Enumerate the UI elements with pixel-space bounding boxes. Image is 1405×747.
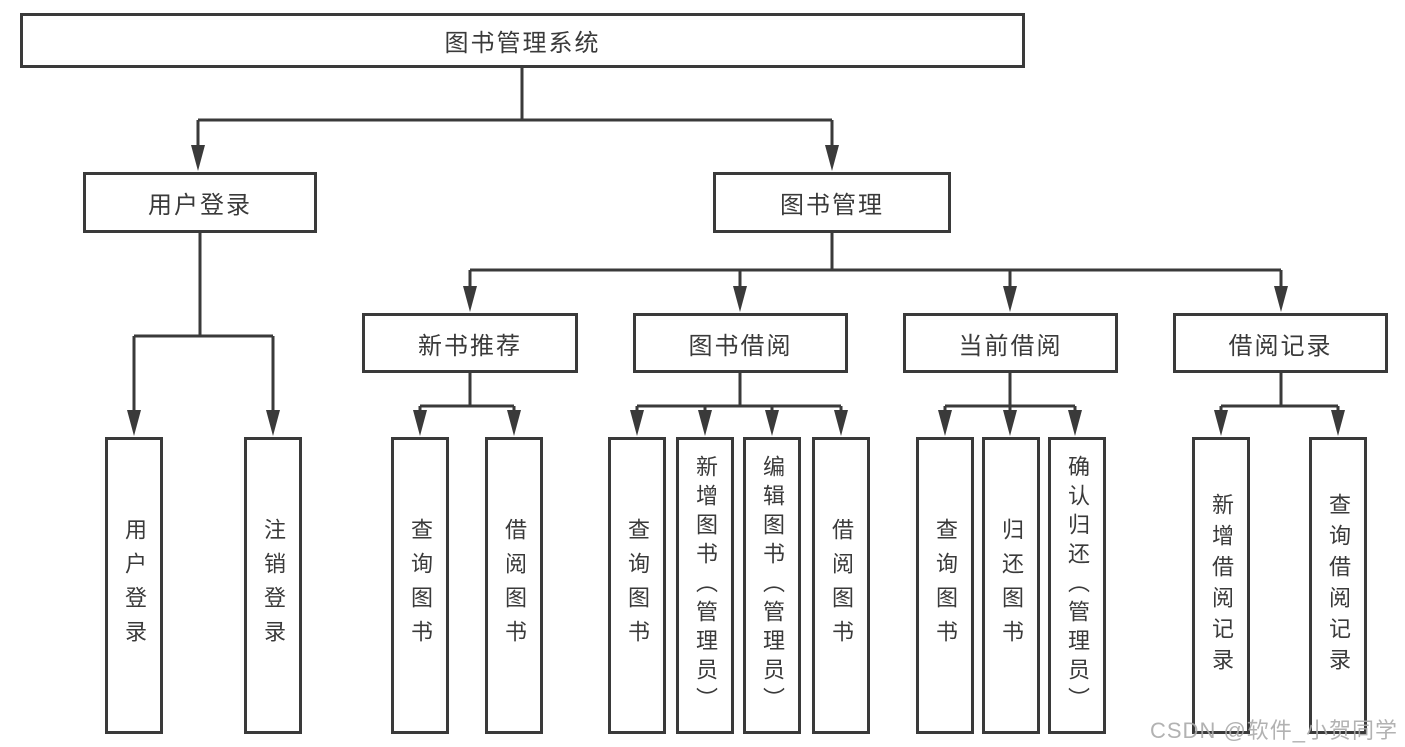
node-label: 查询借阅记录 bbox=[1326, 492, 1351, 679]
connector-book-borrow-children bbox=[635, 373, 843, 414]
connector-current-borrow-children bbox=[943, 373, 1077, 414]
node-label: 确认归还（管理员） bbox=[1065, 455, 1090, 716]
node-edit-book-admin: 编辑图书（管理员） bbox=[743, 437, 801, 734]
node-library-system: 图书管理系统 bbox=[20, 13, 1025, 68]
node-label: 新增图书（管理员） bbox=[693, 455, 718, 716]
connector-borrow-records-children bbox=[1219, 373, 1340, 414]
node-label: 新增借阅记录 bbox=[1209, 492, 1234, 679]
node-logout: 注销登录 bbox=[244, 437, 302, 734]
node-add-book-admin: 新增图书（管理员） bbox=[676, 437, 734, 734]
node-book-management: 图书管理 bbox=[713, 172, 951, 233]
node-borrow-books-recommend: 借阅图书 bbox=[485, 437, 543, 734]
node-query-borrow-record: 查询借阅记录 bbox=[1309, 437, 1367, 734]
node-current-borrow: 当前借阅 bbox=[903, 313, 1118, 373]
node-label: 查询图书 bbox=[933, 517, 958, 654]
node-query-books-borrow: 查询图书 bbox=[608, 437, 666, 734]
connector-root-to-level2 bbox=[196, 68, 834, 148]
node-label: 查询图书 bbox=[408, 517, 433, 654]
node-user-login-leaf: 用户登录 bbox=[105, 437, 163, 734]
node-return-books: 归还图书 bbox=[982, 437, 1040, 734]
node-user-login: 用户登录 bbox=[83, 172, 317, 233]
node-query-books-current: 查询图书 bbox=[916, 437, 974, 734]
node-label: 借阅图书 bbox=[829, 517, 854, 654]
connector-new-book-children bbox=[418, 373, 516, 414]
node-label: 编辑图书（管理员） bbox=[760, 455, 785, 716]
node-label: 借阅图书 bbox=[502, 517, 527, 654]
node-label: 查询图书 bbox=[625, 517, 650, 654]
connector-user-login-children bbox=[132, 233, 275, 414]
csdn-watermark: CSDN @软件_小贺同学 bbox=[1150, 718, 1399, 743]
node-borrow-books-leaf: 借阅图书 bbox=[812, 437, 870, 734]
connector-book-mgmt-to-level3 bbox=[468, 233, 1283, 290]
node-add-borrow-record: 新增借阅记录 bbox=[1192, 437, 1250, 734]
node-book-borrow: 图书借阅 bbox=[633, 313, 848, 373]
node-query-books-recommend: 查询图书 bbox=[391, 437, 449, 734]
node-label: 归还图书 bbox=[999, 517, 1024, 654]
node-new-book-recommend: 新书推荐 bbox=[362, 313, 578, 373]
node-borrow-records: 借阅记录 bbox=[1173, 313, 1388, 373]
node-confirm-return-admin: 确认归还（管理员） bbox=[1048, 437, 1106, 734]
node-label: 用户登录 bbox=[122, 517, 147, 654]
node-label: 注销登录 bbox=[261, 517, 286, 654]
